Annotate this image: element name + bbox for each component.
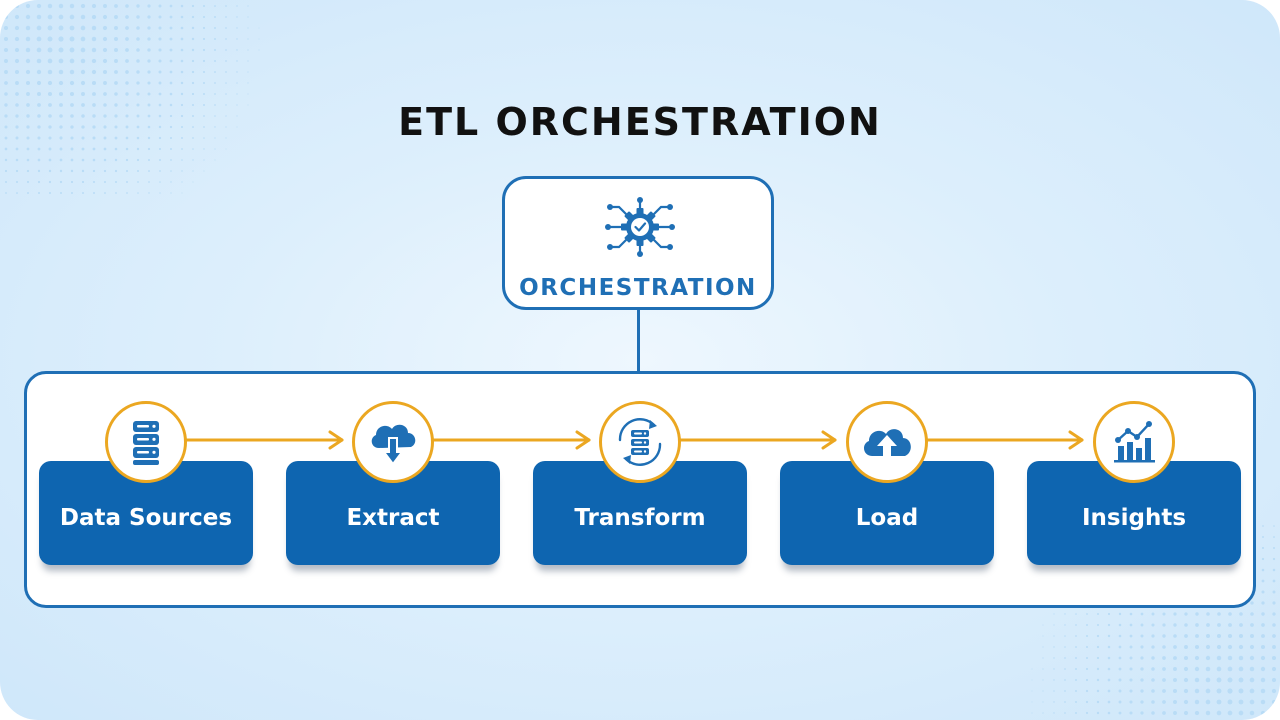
gear-network-icon	[605, 197, 675, 257]
database-icon	[133, 421, 159, 465]
step-label: Load	[855, 505, 919, 531]
bar-chart-icon	[1114, 421, 1155, 463]
step-icon-circle	[1093, 401, 1175, 483]
step-label: Extract	[346, 505, 440, 531]
decorative-dots-top-left	[3, 3, 260, 194]
step-label: Transform	[574, 505, 706, 531]
step-icon-circle	[105, 401, 187, 483]
orchestration-label: ORCHESTRATION	[519, 275, 757, 301]
step-data-sources: Data Sources	[39, 401, 253, 565]
step-icon-circle	[599, 401, 681, 483]
step-transform: Transform	[533, 401, 747, 565]
step-icon-circle	[352, 401, 434, 483]
cloud-upload-icon	[863, 429, 911, 456]
cloud-download-icon	[371, 424, 416, 465]
orchestration-box: ORCHESTRATION	[502, 176, 774, 310]
orchestration-connector	[637, 310, 640, 372]
step-icon-circle	[846, 401, 928, 483]
database-sync-icon	[618, 418, 662, 466]
page-title: ETL ORCHESTRATION	[398, 100, 882, 144]
step-load: Load	[780, 401, 994, 565]
step-label: Data Sources	[59, 505, 233, 531]
step-label: Insights	[1081, 505, 1187, 531]
step-extract: Extract	[286, 401, 500, 565]
step-insights: Insights	[1027, 401, 1241, 565]
decorative-dots-bottom-right	[1031, 525, 1277, 716]
